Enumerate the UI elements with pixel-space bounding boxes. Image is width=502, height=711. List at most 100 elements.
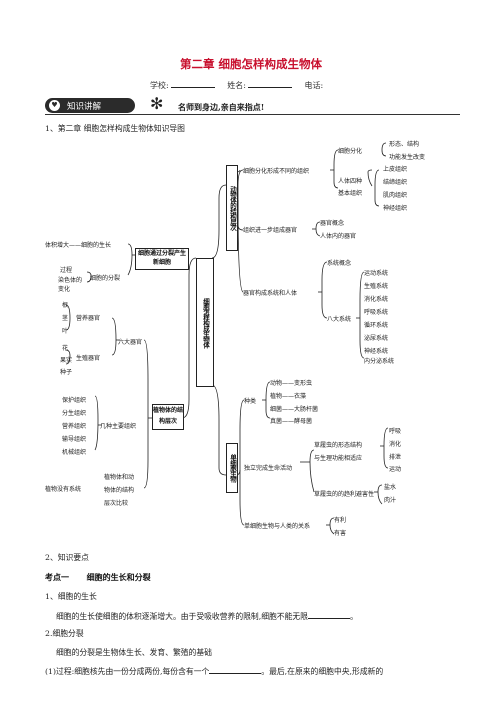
human-four-line: 基本组织: [338, 190, 363, 197]
process-label: 过程: [60, 267, 73, 274]
banner-label: 知识讲解: [67, 102, 102, 112]
single-cell-box: 单细胞生物: [226, 443, 238, 493]
cell-division-label: 细胞的分裂: [90, 275, 121, 282]
tissue-item: 机械组织: [62, 449, 87, 456]
process-paragraph: (1)过程:细胞核先由一份分成两份,每份含有一个 。最后,在原来的细胞中央,形成新…: [45, 665, 383, 677]
tissue-item: 营养组织: [62, 423, 87, 430]
page-title: 第二章 细胞怎样构成生物体: [179, 57, 322, 71]
paramecium-function: 排泄: [389, 454, 402, 461]
compare-line: 植物体和动: [104, 474, 135, 481]
human-four-line: 人体四种: [338, 178, 363, 185]
section1-heading: 1、第二章 细胞怎样构成生物体知识导图: [45, 124, 185, 133]
system-item: 内分泌系统: [364, 358, 395, 365]
paramecium-function: 消化: [389, 441, 402, 448]
human-tissue: 肌肉组织: [383, 192, 408, 199]
process-blank[interactable]: [209, 665, 262, 674]
tissue-item: 保护组织: [62, 397, 87, 404]
motto-text: 名师到身边,亲自来指点!: [178, 102, 265, 112]
species-item: 真菌——酵母菌: [270, 418, 313, 425]
paramecium-function: 呼吸: [389, 428, 402, 435]
system-item: 生殖系统: [364, 283, 389, 290]
root-label: 根: [62, 302, 69, 309]
flower-label: 花: [62, 345, 69, 352]
compare-line: 层次比较: [104, 500, 129, 507]
header-divider: [45, 114, 460, 115]
growth-text-end: 。: [349, 612, 358, 621]
organ-item: 人体内的器官: [320, 233, 357, 240]
process-text-end: 。最后,在原来的细胞中央,形成新的: [261, 667, 384, 676]
species-item: 细菌——大肠杆菌: [270, 406, 319, 413]
plant-structure-box: 植物体的结构层次: [152, 404, 184, 430]
system-formation-label: 器官构成系统和人体: [243, 290, 298, 297]
growth-text: 细胞的生长使细胞的体积逐渐增大。由于受吸收营养的限制,细胞不能无限: [56, 612, 308, 621]
species-item: 植物——衣藻: [270, 393, 307, 400]
center-box: 细胞怎样构成生物体: [196, 258, 214, 387]
system-item: 泌尿系统: [364, 335, 389, 342]
process-text: (1)过程:细胞核先由一份分成两份,每份含有一个: [45, 667, 210, 676]
relation-label: 单细胞生物与人类的关系: [244, 523, 311, 530]
point1-label: 考点一: [45, 572, 69, 582]
info-fields: 学校: 姓名: 电话:: [150, 80, 323, 91]
growth-label: 体积增大——细胞的生长: [45, 242, 112, 249]
relation-item: 有害: [334, 530, 347, 537]
growth-blank[interactable]: [307, 610, 350, 619]
system-item: 消化系统: [364, 296, 389, 303]
growth-paragraph: 细胞的生长使细胞的体积逐渐增大。由于受吸收营养的限制,细胞不能无限 。: [56, 610, 358, 622]
paramecium-line: 草履虫的形态结构: [314, 442, 363, 449]
vegetative-organ-label: 营养器官: [76, 315, 101, 322]
human-tissue: 上皮组织: [383, 166, 408, 173]
organ-item: 器官概念: [320, 220, 345, 227]
species-item: 动物——变形虫: [270, 380, 313, 387]
growth-heading: 1、细胞的生长: [45, 592, 97, 601]
human-tissue: 结缔组织: [383, 179, 408, 186]
name-blank[interactable]: [247, 80, 292, 88]
tissue-item: 输导组织: [62, 436, 87, 443]
eight-systems-label: 八大系统: [327, 316, 352, 323]
main-tissues-label: 几种主要组织: [100, 423, 137, 430]
system-item: 循环系统: [364, 322, 389, 329]
organ-formation-label: 组织进一步组成器官: [243, 227, 298, 234]
species-label: 种类: [244, 398, 257, 405]
system-concept-label: 系统概念: [327, 260, 352, 267]
school-blank[interactable]: [170, 80, 215, 88]
knowledge-banner: ♥ 知识讲解: [45, 98, 135, 113]
independent-life-label: 独立完成生命活动: [244, 465, 293, 472]
paramecium-function: 运动: [389, 466, 402, 473]
seed-label: 种子: [60, 369, 73, 376]
name-label: 姓名:: [227, 81, 246, 90]
system-item: 运动系统: [364, 270, 389, 277]
reproductive-organ-label: 生殖器官: [76, 355, 101, 362]
six-organs-label: 六大器官: [118, 339, 143, 346]
stress-item: 盐水: [384, 484, 397, 491]
heart-icon: ♥: [49, 100, 60, 111]
no-system-label: 植物没有系统: [45, 486, 82, 493]
division-paragraph: 细胞的分裂是生物体生长、发育、繁殖的基础: [56, 648, 212, 657]
human-tissue: 神经组织: [383, 205, 408, 212]
compare-line: 物体的结构: [104, 487, 135, 494]
point1-heading: 考点一 细胞的生长和分裂: [45, 572, 151, 583]
section2-heading: 2、知识要点: [45, 553, 89, 562]
flower-icon: ✻: [150, 94, 164, 113]
chromosome-label: 染色体的变化: [58, 277, 83, 293]
tissue-item: 分生组织: [62, 410, 87, 417]
relation-item: 有利: [334, 517, 347, 524]
stem-label: 茎: [62, 315, 69, 322]
diff-result: 形态、结构: [389, 141, 420, 148]
system-item: 呼吸系统: [364, 309, 389, 316]
diff-result: 功能发生改变: [389, 154, 426, 161]
differentiation-label: 细胞分化: [338, 148, 363, 155]
division-heading: 2.细胞分裂: [45, 629, 84, 638]
paramecium-line: 与生理功能相适应: [314, 455, 363, 462]
animal-structure-box: 动物体的结构层次: [226, 165, 238, 251]
point1-title: 细胞的生长和分裂: [86, 572, 151, 582]
phone-label: 电话:: [304, 81, 324, 90]
stress-item: 肉汁: [384, 497, 397, 504]
system-item: 神经系统: [364, 348, 389, 355]
fruit-label: 果实: [60, 357, 73, 364]
leaf-label: 叶: [62, 328, 69, 335]
paramecium-stress-label: 草履虫的的趋利避害性: [314, 491, 375, 498]
division-box: 细胞通过分裂产生新细胞: [135, 248, 189, 270]
school-label: 学校:: [150, 81, 169, 90]
tissue-formation-label: 细胞分化形成不同的组织: [243, 168, 310, 175]
